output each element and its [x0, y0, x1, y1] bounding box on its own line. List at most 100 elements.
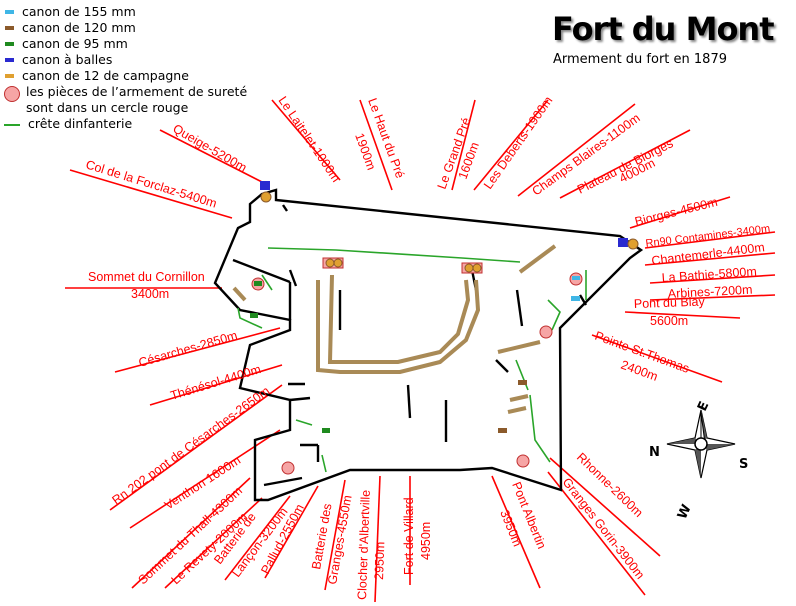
direction-label-col-forclaz: Col de la Forclaz-5400m — [84, 157, 218, 210]
direction-line-lancon — [224, 495, 291, 581]
rampart-wall-left — [232, 258, 291, 284]
legend-label: les pièces de l’armement de sureté sont … — [26, 84, 248, 115]
diagram-title: Fort du Mont — [552, 10, 774, 48]
diagram-subtitle: Armement du fort en 1879 — [553, 52, 727, 67]
direction-line-laitelet — [271, 99, 341, 181]
direction-line-chantemerle — [644, 252, 776, 266]
safety-gun-marker-south-east — [516, 454, 530, 468]
gun-120-marker — [498, 428, 507, 433]
ball-gun-marker — [618, 238, 628, 247]
crest-west-1 — [237, 307, 263, 329]
compass-label-w: W — [675, 502, 695, 521]
compass-rose: N E S W — [649, 399, 748, 521]
field-gun-icon — [4, 68, 16, 84]
direction-labels: Queige-5200m Le Laitelet-1000m Le Haut d… — [84, 94, 771, 600]
legend-item-120: canon de 120 mm — [4, 20, 249, 36]
direction-line-thenesol — [149, 364, 283, 406]
gun-155-icon — [4, 4, 16, 20]
infantry-crests — [237, 247, 587, 473]
traverse-e — [497, 340, 541, 354]
direction-line-rn90 — [644, 231, 776, 249]
safety-gun-marker-east — [539, 325, 553, 339]
direction-label-arbines: Arbines-7200m — [667, 283, 752, 301]
direction-line-pont-blay — [624, 311, 741, 319]
direction-label-cesarches: Césarches-2850m — [137, 328, 239, 370]
compass-label-n: N — [649, 445, 660, 460]
inner-wall-7 — [578, 294, 588, 306]
gun-155-marker — [571, 296, 580, 301]
ball-gun-icon — [4, 52, 16, 68]
inner-wall-4 — [515, 289, 524, 327]
crest-east-4 — [515, 359, 529, 391]
traverse-ne — [518, 244, 557, 274]
direction-label-villard-distance: 4950m — [419, 522, 433, 560]
fort-outline — [213, 188, 644, 502]
fort-perimeter — [213, 188, 644, 502]
crest-south-1 — [321, 454, 327, 473]
direction-line-deberts — [473, 99, 549, 191]
legend-label: crête dinfanterie — [28, 116, 133, 131]
gun-155-marker — [572, 276, 580, 280]
earthworks — [232, 244, 557, 414]
direction-line-queige — [159, 129, 263, 183]
direction-label-bathie: La Bathie-5800m — [661, 264, 757, 285]
legend: canon de 155 mm canon de 120 mm canon de… — [4, 4, 249, 132]
direction-line-biorges — [629, 196, 731, 229]
inner-wall-2 — [406, 384, 412, 419]
direction-line-bathie — [649, 274, 776, 284]
inner-wall-8 — [495, 359, 509, 373]
direction-line-thall — [131, 477, 251, 589]
crest-east-1 — [529, 394, 551, 463]
compass-label-s: S — [739, 457, 748, 472]
ball-gun-marker — [260, 181, 270, 190]
direction-label-biorges: Biorges-4500m — [633, 195, 719, 229]
direction-label-cornillon-distance: 3400m — [131, 287, 169, 301]
gun-95-marker — [250, 313, 258, 318]
legend-item-155: canon de 155 mm — [4, 4, 249, 20]
legend-label: canon de 95 mm — [22, 36, 128, 51]
crest-west-3 — [295, 419, 313, 426]
compass-label-e: E — [695, 399, 712, 413]
direction-label-villard: Fort de Villard — [402, 497, 416, 575]
crest-line-icon — [4, 116, 22, 132]
direction-line-pointe-st-thomas — [591, 334, 723, 383]
legend-label: canon à balles — [22, 52, 113, 67]
direction-label-granges-gorin: Granges Gorin-3900m — [560, 475, 648, 582]
legend-item-safety: les pièces de l’armement de sureté sont … — [4, 84, 249, 116]
direction-lines — [65, 99, 776, 603]
direction-line-rn202 — [109, 384, 283, 511]
direction-line-grand-pre — [451, 99, 476, 191]
direction-label-pont-blay: Pont du Blay — [634, 295, 706, 311]
direction-line-clocher — [374, 475, 381, 603]
legend-item-crest: crête dinfanterie — [4, 116, 249, 132]
field-gun-marker — [627, 238, 639, 250]
legend-label: canon de 120 mm — [22, 20, 136, 35]
legend-item-ball-gun: canon à balles — [4, 52, 249, 68]
traverse-se-2 — [507, 406, 527, 414]
direction-line-champs-blaires — [517, 103, 636, 197]
direction-label-clocher: Clocher d'Albertville — [355, 490, 373, 601]
gun-positions — [250, 181, 639, 475]
gun-group-north-center — [322, 257, 344, 269]
direction-line-rhonne — [549, 457, 661, 557]
direction-line-granges — [324, 479, 346, 591]
traverse-se-1 — [509, 394, 529, 402]
gun-95-icon — [4, 36, 16, 52]
legend-label: canon de 12 de campagne — [22, 68, 189, 83]
direction-line-granges-gorin — [547, 471, 646, 596]
direction-label-clocher-distance: 2950m — [372, 541, 387, 580]
gun-120-marker — [518, 380, 527, 385]
direction-label-pont-albertin-distance: 3950m — [497, 508, 524, 549]
direction-line-plateau-biorges — [559, 129, 691, 199]
direction-line-arbines — [649, 294, 776, 301]
direction-line-pont-albertin — [491, 475, 541, 589]
gun-95-marker — [322, 428, 330, 433]
direction-line-col-forclaz — [69, 169, 233, 219]
direction-label-laitelet: Le Laitelet-1000m — [276, 94, 344, 185]
traverse-main — [316, 279, 481, 374]
field-gun-marker — [260, 191, 272, 203]
direction-label-pont-blay-distance: 5600m — [650, 314, 688, 328]
traverse-w — [232, 286, 247, 302]
traverse-inner — [327, 274, 471, 364]
